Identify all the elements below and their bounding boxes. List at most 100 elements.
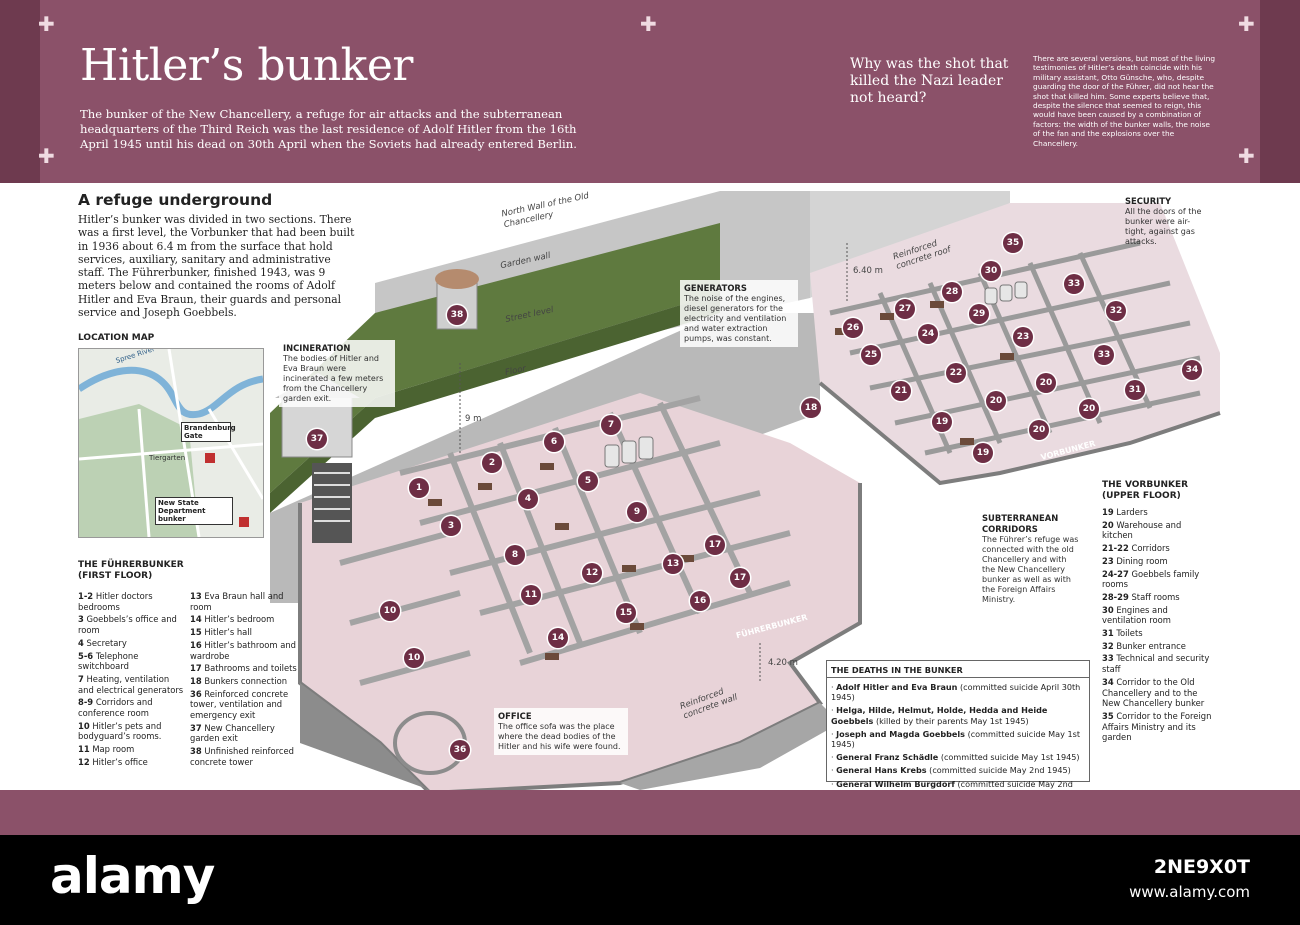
legend-item: 38 Unfinished reinforced concrete tower [190,746,294,767]
security-callout: SECURITY All the doors of the bunker wer… [1125,196,1202,246]
room-badge: 34 [1182,360,1202,380]
room-badge: 19 [973,443,993,463]
room-badge: 10 [380,601,400,621]
legend-item: 12 Hitler’s office [78,756,148,767]
death-item: · Adolf Hitler and Eva Braun (committed … [831,682,1081,703]
legend-item: 3 Goebbels’s office and room [78,614,177,636]
gate-label: Brandenburg Gate [181,422,236,442]
intro-text: The bunker of the New Chancellery, a ref… [80,107,577,151]
north-wall-top [720,191,1010,298]
room-badge: 14 [548,628,568,648]
depth-9-label: 9 m [465,414,482,424]
office-callout: OFFICE The office sofa was the place whe… [494,708,628,755]
refuge-text: Hitler’s bunker was divided in two secti… [78,213,355,320]
room-badge: 3 [441,516,461,536]
crosshair-icon: ✚ [1238,144,1255,168]
legend-item: 1-2 Hitler doctors bedrooms [78,591,153,612]
deaths-heading: THE DEATHS IN THE BUNKER [827,661,1089,678]
legend-item: 16 Hitler’s bathroom and wardrobe [190,639,296,661]
room-badge: 12 [582,563,602,583]
garden-grass [270,223,720,493]
question-answer: There are several versions, but most of … [1033,54,1216,148]
room-badge: 10 [404,648,424,668]
room-badge: 8 [505,545,525,565]
garden-grass-edge [270,293,720,513]
room-badge: 2 [482,453,502,473]
room-badge: 27 [895,299,915,319]
legend-item: 24-27 Goebbels family rooms [1102,568,1200,590]
legend-item: 4 Secretary [78,637,127,648]
page-title: Hitler’s bunker [80,40,413,91]
question-heading: Why was the shot that killed the Nazi le… [850,56,1009,106]
legend-item: 18 Bunkers connection [190,675,288,686]
header-right-strip [1260,0,1300,183]
room-badge: 1 [409,478,429,498]
legend-item: 8-9 Corridors and conference room [78,697,153,719]
generators-callout: GENERATORS The noise of the engines, die… [680,280,798,347]
room-badge: 35 [1003,233,1023,253]
incineration-callout: INCINERATION The bodies of Hitler and Ev… [279,340,395,407]
death-item: · General Hans Krebs (committed suicide … [831,765,1071,776]
room-badge: 28 [942,282,962,302]
room-badge: 29 [969,304,989,324]
legend-item: 17 Bathrooms and toilets [190,663,297,674]
death-item: · General Franz Schädle (committed suici… [831,752,1080,763]
fuhrerbunker-legend-heading: THE FÜHRERBUNKER (FIRST FLOOR) [78,560,184,581]
fuhrerbunker-legend-col2: 13 Eva Braun hall and room 14 Hitler’s b… [190,591,300,770]
legend-item: 34 Corridor to the Old Chancellery and t… [1102,676,1205,709]
vorbunker-engines [984,281,1028,305]
room-badge: 16 [690,591,710,611]
room-badge: 17 [705,535,725,555]
room-badge: 9 [627,502,647,522]
fuhrerbunker-legend-col1: 1-2 Hitler doctors bedrooms 3 Goebbels’s… [78,591,186,770]
death-item: · Helga, Hilde, Helmut, Holde, Hedda and… [831,705,1048,726]
watermark-logo: alamy [50,847,215,905]
fuhrerbunker-floor [300,393,860,790]
room-badge: 22 [946,363,966,383]
room-badge: 37 [307,429,327,449]
deaths-box: THE DEATHS IN THE BUNKER · Adolf Hitler … [826,660,1090,799]
legend-item: 7 Heating, ventilation and electrical ge… [78,673,184,695]
depth-640-label: 6.40 m [853,266,883,276]
room-badge: 32 [1106,301,1126,321]
legend-item: 37 New Chancellery garden exit [190,722,275,744]
room-badge: 25 [861,345,881,365]
room-badge: 19 [932,412,952,432]
room-badge: 11 [521,585,541,605]
room-badge: 20 [1079,399,1099,419]
legend-item: 21-22 Corridors [1102,543,1170,554]
footer-band [0,790,1300,835]
room-badge: 26 [843,318,863,338]
room-badge: 33 [1064,274,1084,294]
room-badge: 24 [918,324,938,344]
crosshair-icon: ✚ [640,12,657,36]
legend-item: 13 Eva Braun hall and room [190,591,284,612]
location-map: Spree River Brandenburg Gate Tiergarten … [78,348,264,538]
header-band [0,0,1300,183]
room-badge: 7 [601,415,621,435]
legend-item: 14 Hitler’s bedroom [190,614,275,625]
death-item: · Joseph and Magda Goebbels (committed s… [831,728,1081,750]
room-badge: 13 [663,554,683,574]
generators [604,436,654,468]
room-badge: 20 [1029,420,1049,440]
furniture [428,301,1054,660]
legend-item: 36 Reinforced concrete tower, ventilatio… [190,688,289,721]
park-label: Tiergarten [149,454,186,462]
watermark-bar [0,835,1300,925]
legend-item: 20 Warehouse and kitchen [1102,519,1182,541]
vorbunker-legend-heading: THE VORBUNKER (UPPER FLOOR) [1102,480,1189,501]
room-badge: 36 [450,740,470,760]
legend-item: 28-29 Staff rooms [1102,591,1180,602]
room-badge: 38 [447,305,467,325]
header-left-strip [0,0,40,183]
legend-item: 23 Dining room [1102,555,1168,566]
room-badge: 5 [578,471,598,491]
crosshair-icon: ✚ [38,144,55,168]
legend-item: 30 Engines and ventilation room [1102,604,1171,626]
room-badge: 23 [1013,327,1033,347]
watermark-url: www.alamy.com [1129,883,1250,901]
depth-420-label: 4.20 m [768,658,798,668]
room-badge: 6 [544,432,564,452]
legend-item: 10 Hitler’s pets and bodyguard’s rooms. [78,720,162,742]
